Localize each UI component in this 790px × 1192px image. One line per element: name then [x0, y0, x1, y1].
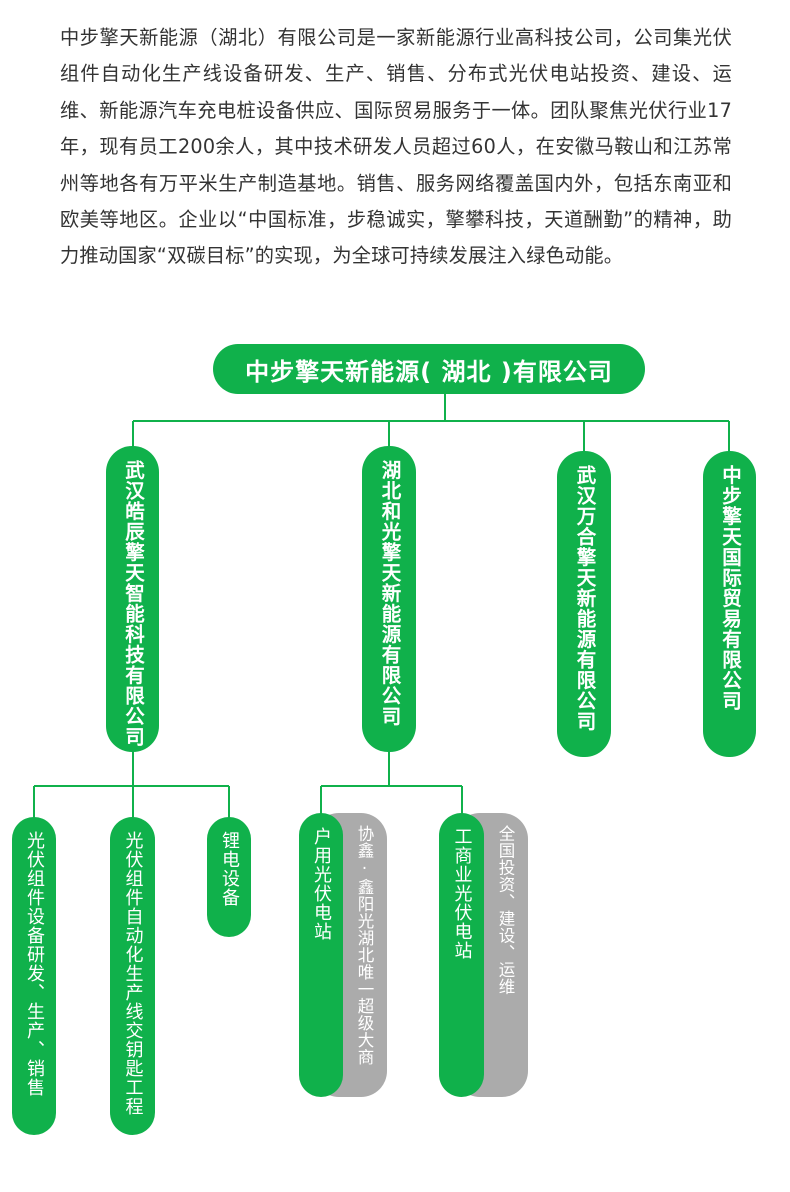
intro-paragraph: 中步擎天新能源（湖北）有限公司是一家新能源行业高科技公司，公司集光伏组件自动化生… [60, 26, 732, 268]
business-node-lithium-equipment: 锂电设备 [207, 817, 251, 937]
subsidiary-node-hubei-heguang: 湖北和光擎天新能源有限公司 [362, 446, 416, 752]
business-node-turnkey-line: 光伏组件自动化生产线交钥匙工程 [110, 817, 155, 1135]
note-text-household-pv: 协鑫·鑫阳光湖北唯一超级大商 [355, 825, 374, 1066]
subsidiary-node-international-trade: 中步擎天国际贸易有限公司 [703, 451, 756, 757]
root-company-node: 中步擎天新能源( 湖北 )有限公司 [213, 344, 645, 394]
note-text-commercial-pv: 全国投资、建设、运维 [496, 825, 515, 995]
subsidiary-node-wuhan-wanhe: 武汉万合擎天新能源有限公司 [557, 451, 611, 757]
business-node-household-pv: 户用光伏电站 [299, 813, 343, 1097]
business-node-pv-equipment: 光伏组件设备研发、生产、销售 [12, 817, 56, 1135]
business-node-commercial-pv: 工商业光伏电站 [439, 813, 484, 1097]
subsidiary-node-wuhan-haochen: 武汉皓辰擎天智能科技有限公司 [106, 446, 159, 752]
